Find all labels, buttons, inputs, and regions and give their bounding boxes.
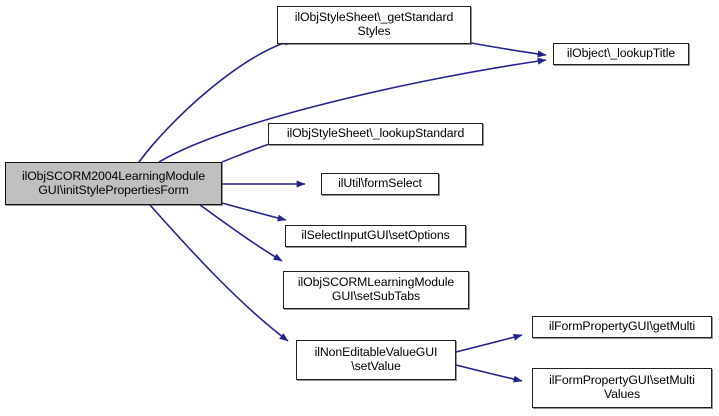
graph-node-set_options[interactable]: ilSelectInputGUI\setOptions: [285, 225, 466, 247]
edge-paths: [138, 38, 547, 383]
graph-node-form_select[interactable]: ilUtil\formSelect: [321, 173, 439, 195]
edge-get_standard_styles-to-lookup_title: [470, 42, 547, 58]
graph-node-lookup_title[interactable]: ilObject\_lookupTitle: [553, 43, 689, 65]
graph-node-label-lookup_title: ilObject\_lookupTitle: [566, 46, 676, 61]
graph-node-label-get_multi: ilFormPropertyGUI\getMulti: [548, 319, 696, 334]
edge-root-to-lookup_title: [158, 57, 547, 163]
graph-node-label-form_select: ilUtil\formSelect: [338, 176, 422, 191]
graph-node-label-get_standard_styles: ilObjStyleSheet\_getStandard Styles: [294, 10, 454, 38]
edge-root-to-set_sub_tabs: [199, 204, 283, 262]
graph-node-label-set_value: ilNonEditableValueGUI \setValue: [314, 345, 438, 373]
graph-node-label-set_sub_tabs: ilObjSCORMLearningModule GUI\setSubTabs: [297, 275, 455, 303]
graph-node-get_standard_styles[interactable]: ilObjStyleSheet\_getStandard Styles: [277, 6, 471, 44]
edge-set_value-to-get_multi: [455, 333, 523, 353]
graph-node-label-root: ilObjSCORM2004LearningModule GUI\initSty…: [21, 168, 206, 197]
graph-node-set_value[interactable]: ilNonEditableValueGUI \setValue: [296, 340, 456, 380]
edge-root-to-set_value: [149, 204, 289, 342]
edge-root-to-set_options: [221, 202, 287, 222]
graph-node-get_multi[interactable]: ilFormPropertyGUI\getMulti: [532, 316, 712, 338]
edge-set_value-to-set_multi_values: [455, 364, 523, 383]
graph-node-root: ilObjSCORM2004LearningModule GUI\initSty…: [5, 162, 222, 205]
graph-node-label-set_options: ilSelectInputGUI\setOptions: [301, 228, 450, 243]
graph-node-label-lookup_standard: ilObjStyleSheet\_lookupStandard: [286, 126, 465, 141]
graph-node-label-set_multi_values: ilFormPropertyGUI\setMulti Values: [549, 373, 695, 401]
graph-node-set_sub_tabs[interactable]: ilObjSCORMLearningModule GUI\setSubTabs: [283, 271, 469, 309]
graph-node-set_multi_values[interactable]: ilFormPropertyGUI\setMulti Values: [532, 368, 712, 408]
graph-node-lookup_standard[interactable]: ilObjStyleSheet\_lookupStandard: [268, 123, 483, 145]
